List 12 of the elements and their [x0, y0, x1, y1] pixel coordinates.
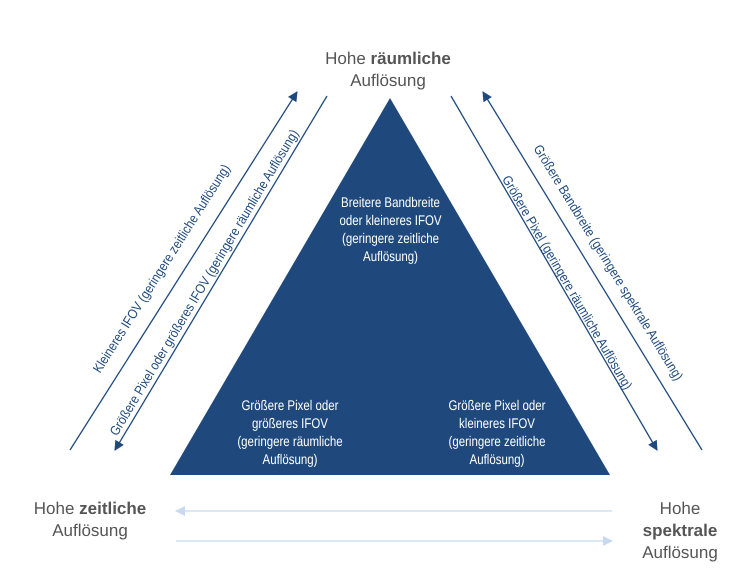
resolution-label: Hohe spektrale Auflösung — [641, 498, 719, 564]
tradeoff-text: Größere Pixel oder kleineres IFOV (geringere zeitliche Auflösung) — [448, 396, 546, 468]
arrow — [175, 506, 612, 516]
arrow — [114, 96, 328, 451]
arrow — [450, 96, 658, 451]
resolution-label: Hohe zeitliche Auflösung — [32, 498, 148, 542]
arrow — [69, 91, 298, 450]
arrow — [176, 536, 613, 546]
tradeoff-text: Größere Pixel oder größeres IFOV (geringere räumliche Auflösung) — [236, 396, 344, 468]
arrow — [482, 91, 703, 450]
tradeoff-text: Breitere Bandbreite oder kleineres IFOV (geringere zeitliche Auflösung) — [338, 193, 442, 265]
resolution-label: Hohe räumliche Auflösung — [324, 48, 452, 92]
